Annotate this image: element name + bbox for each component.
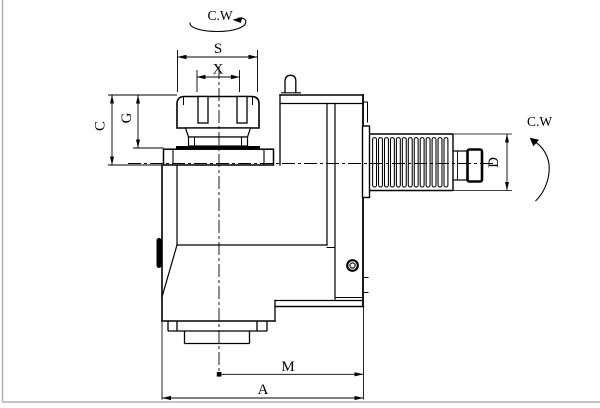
- rotation-arrow-top-icon: [189, 17, 247, 33]
- serration-tooth: [401, 137, 407, 188]
- dim-s: S: [177, 41, 258, 92]
- dim-d-label: D: [486, 157, 502, 168]
- collet-slot-right: [236, 95, 248, 124]
- rotation-right-label: C.W: [527, 114, 552, 129]
- spindle-flange: [162, 148, 275, 166]
- serration-tooth: [419, 137, 425, 188]
- dimensions: S X C G: [93, 41, 512, 401]
- rotation-right: C.W: [527, 114, 552, 202]
- tool-body: [161, 94, 369, 322]
- rotation-arrow-right-icon: [532, 140, 550, 202]
- collet-adapter: [184, 127, 252, 138]
- serration-tooth: [431, 137, 437, 188]
- serration-tooth: [443, 137, 449, 188]
- rotation-arrowhead-right-icon: [529, 137, 539, 147]
- serration-tooth: [425, 137, 431, 188]
- rotation-top-label: C.W: [207, 8, 232, 23]
- shank-collar: [361, 125, 371, 199]
- clamp-insert: [156, 238, 162, 268]
- dim-x-label: X: [213, 62, 224, 78]
- dim-x: X: [196, 62, 240, 92]
- dim-g: G: [119, 95, 164, 149]
- rotation-top: C.W: [189, 8, 247, 33]
- dim-g-label: G: [119, 112, 135, 123]
- dim-s-label: S: [214, 41, 222, 57]
- dim-a: A: [161, 307, 364, 401]
- serration-tooth: [389, 137, 395, 188]
- lock-screw-icon: [346, 259, 359, 272]
- serration-tooth: [437, 137, 443, 188]
- collet-slot-left: [197, 95, 209, 124]
- shank-serration: [372, 137, 449, 188]
- collet-chuck: [162, 95, 275, 166]
- dim-c-label: C: [93, 121, 109, 131]
- bottom-rail: [167, 321, 268, 345]
- dim-a-label: A: [258, 382, 269, 398]
- spindle-seal-band: [176, 146, 260, 150]
- body-chamfer-edge: [161, 244, 178, 298]
- vdi-shank: [361, 125, 484, 199]
- dim-d: D: [453, 133, 512, 191]
- rotation-arrowhead-top-icon: [232, 17, 243, 23]
- serration-tooth: [372, 137, 378, 188]
- shank-end-cap: [466, 148, 484, 183]
- serration-tooth: [395, 137, 401, 188]
- grease-nipple: [281, 74, 301, 94]
- serration-tooth: [378, 137, 383, 188]
- centerlines: [128, 66, 494, 374]
- serration-tooth: [407, 137, 413, 188]
- dim-m: M: [216, 359, 364, 377]
- serration-tooth: [413, 137, 419, 188]
- dim-c: C: [93, 94, 177, 166]
- serration-tooth: [383, 137, 389, 188]
- dim-m-label: M: [281, 359, 294, 375]
